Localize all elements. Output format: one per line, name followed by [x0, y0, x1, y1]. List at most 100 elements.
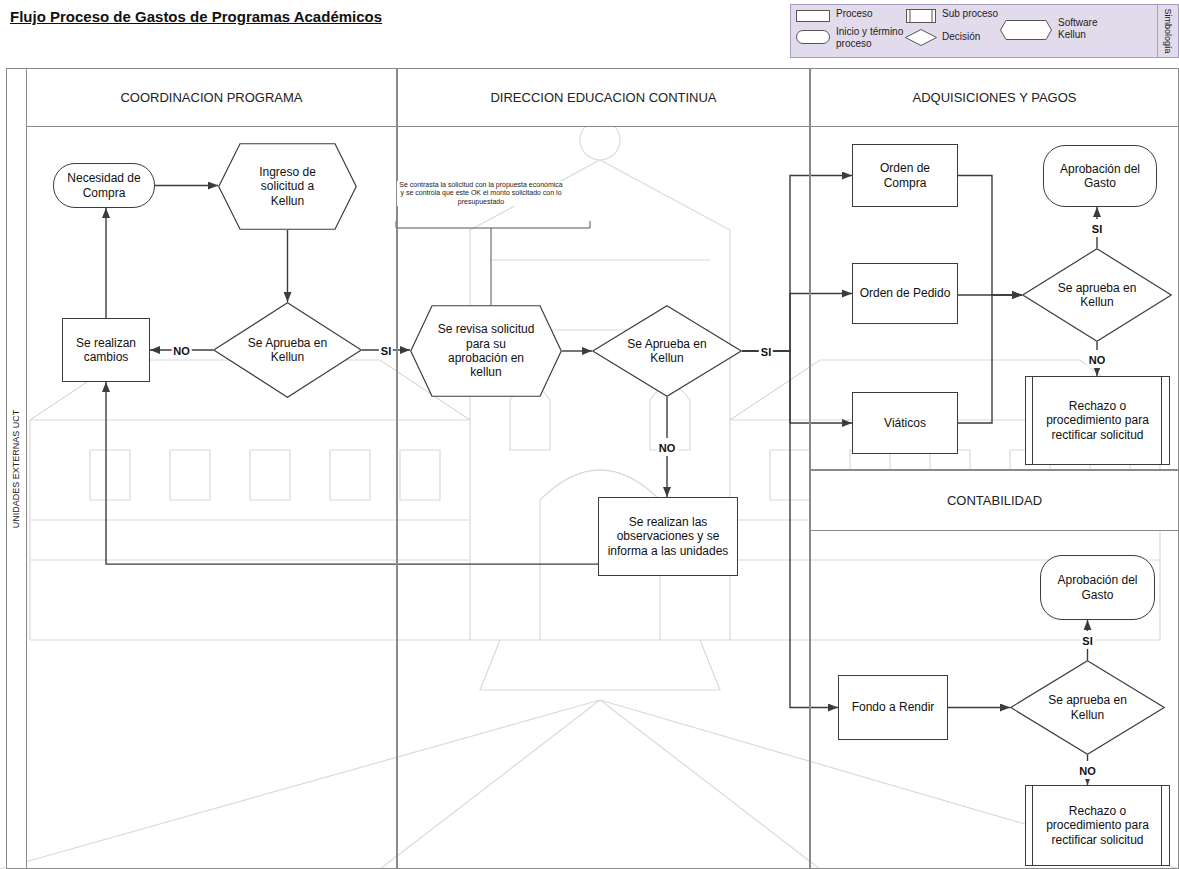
connector	[958, 295, 1022, 423]
subprocess-box: Rechazo o procedimiento para rectificar …	[1025, 376, 1170, 465]
legend-divider	[1157, 5, 1158, 57]
swatch-shape	[797, 11, 830, 22]
annotation-note: Se contrasta la solicitud con la propues…	[397, 181, 565, 206]
connector	[958, 176, 1022, 296]
edge-label-patch: SI	[379, 341, 393, 359]
legend-text-box: Proceso	[836, 8, 898, 20]
node-text: Orden de Compra	[858, 161, 952, 190]
node-text: Fondo a Rendir	[844, 700, 942, 714]
edge-label: NO	[1079, 765, 1096, 777]
callout-bracket	[396, 221, 590, 305]
edge-label: NO	[173, 345, 190, 357]
connector	[105, 208, 106, 318]
swatch-shape	[907, 10, 936, 23]
terminal-shape: Aprobación del Gasto	[1040, 555, 1155, 620]
connector	[562, 350, 592, 351]
process-box: Se realizan cambios	[62, 318, 150, 382]
software-hexagon: Ingreso de solicitud a Kellun	[218, 143, 357, 230]
subprocess-box: Rechazo o procedimiento para rectificar …	[1025, 785, 1170, 866]
swatch-shape	[797, 31, 830, 44]
node-text: Rechazo o procedimiento para rectificar …	[1037, 804, 1158, 847]
edge-label: NO	[1089, 354, 1106, 366]
process-box: Viáticos	[852, 392, 958, 454]
swimlane-lane: ADQUISICIONES Y PAGOS Orden de CompraOrde…	[810, 68, 1179, 470]
node-text: Ingreso de solicitud a Kellun	[243, 165, 332, 208]
edge-label-patch: SI	[1080, 631, 1094, 649]
legend-text: Sub proceso	[942, 8, 1012, 20]
lane-header: DIRECCION EDUCACION CONTINUA	[398, 69, 809, 127]
edge-label: SI	[381, 345, 391, 357]
edge-label-patch: SI	[1090, 219, 1104, 237]
swatch-shape	[906, 30, 937, 46]
edge-label: SI	[761, 346, 771, 358]
connector	[1087, 620, 1088, 660]
building-watermark	[0, 120, 1179, 869]
node-text: Aprobación del Gasto	[1051, 162, 1149, 191]
pool-label: UNIDADES EXTERNAS UCT	[12, 409, 22, 528]
lane-header: ADQUISICIONES Y PAGOS	[811, 69, 1178, 127]
lane-header: COORDINACION PROGRAMA	[27, 69, 396, 127]
node-text: Se realizan las observaciones y se infor…	[604, 515, 732, 558]
edge-label-patch: NO	[171, 341, 192, 359]
edge-label: SI	[1092, 223, 1102, 235]
process-box: Fondo a Rendir	[838, 675, 948, 740]
note-box: Se contrasta la solicitud con la propues…	[397, 181, 565, 206]
diamond-shape	[1011, 661, 1165, 755]
connector	[742, 294, 852, 352]
decision-diamond: Se Aprueba en Kellun	[213, 302, 362, 398]
subprocess-bars	[1033, 377, 1162, 464]
legend-swatch	[905, 29, 937, 46]
lane-title: COORDINACION PROGRAMA	[120, 90, 302, 105]
legend-text: Software Kellun	[1058, 17, 1118, 40]
legend-text-box: Decisión	[942, 31, 1002, 43]
hexagon-shape	[219, 144, 357, 230]
node-text: Se aprueba en Kellun	[1041, 693, 1134, 722]
pool-label-strip: UNIDADES EXTERNAS UCT	[7, 69, 27, 868]
process-box: Se realizan las observaciones y se infor…	[598, 497, 738, 576]
edge-label-patch: NO	[1087, 350, 1108, 368]
node-text: Aprobación del Gasto	[1048, 573, 1147, 602]
swatch-shape	[1001, 21, 1052, 40]
legend-title: Simbología	[1163, 8, 1173, 53]
node-text: Necesidad de Compra	[61, 171, 147, 200]
legend-swatch	[1000, 20, 1052, 40]
legend-text-box: Software Kellun	[1058, 17, 1118, 40]
node-text: Se revisa solicitud para su aprobación e…	[435, 322, 537, 380]
connector	[948, 707, 1010, 708]
swimlane-pool: UNIDADES EXTERNAS UCT COORDINACION PROGRA…	[6, 68, 1179, 869]
edge-label-patch: NO	[657, 438, 678, 456]
connector	[1096, 342, 1097, 376]
legend-text-box: Sub proceso	[942, 8, 1012, 20]
process-box: Orden de Pedido	[852, 263, 958, 324]
decision-diamond: Se aprueba en Kellun	[1022, 248, 1172, 342]
swatch-bars	[910, 10, 932, 23]
lane-header: CONTABILIDAD	[811, 471, 1178, 531]
node-text: Se aprueba en Kellun	[1052, 281, 1142, 310]
connector	[742, 176, 852, 352]
connector	[106, 382, 598, 564]
diagram-title: Flujo Proceso de Gastos de Programas Aca…	[10, 8, 382, 25]
terminal-shape: Necesidad de Compra	[53, 163, 155, 208]
node-text: Se realizan cambios	[68, 336, 144, 365]
connector	[155, 185, 218, 186]
edge-label: NO	[659, 442, 676, 454]
connector	[666, 397, 667, 497]
edge-label-patch: NO	[1077, 761, 1098, 779]
edge-label: SI	[1082, 635, 1092, 647]
connector	[287, 230, 288, 302]
software-hexagon: Se revisa solicitud para su aprobación e…	[410, 305, 562, 397]
lane-title: CONTABILIDAD	[947, 493, 1042, 508]
lane-title: DIRECCION EDUCACION CONTINUA	[490, 90, 716, 105]
connector	[1096, 207, 1097, 248]
legend-text-box: Inicio y término proceso	[836, 26, 920, 49]
node-text: Viáticos	[858, 416, 952, 430]
terminal-shape: Aprobación del Gasto	[1043, 145, 1157, 207]
connector	[150, 349, 213, 350]
legend-text: Inicio y término proceso	[836, 26, 920, 49]
connector	[742, 351, 852, 423]
hexagon-shape	[411, 306, 562, 397]
